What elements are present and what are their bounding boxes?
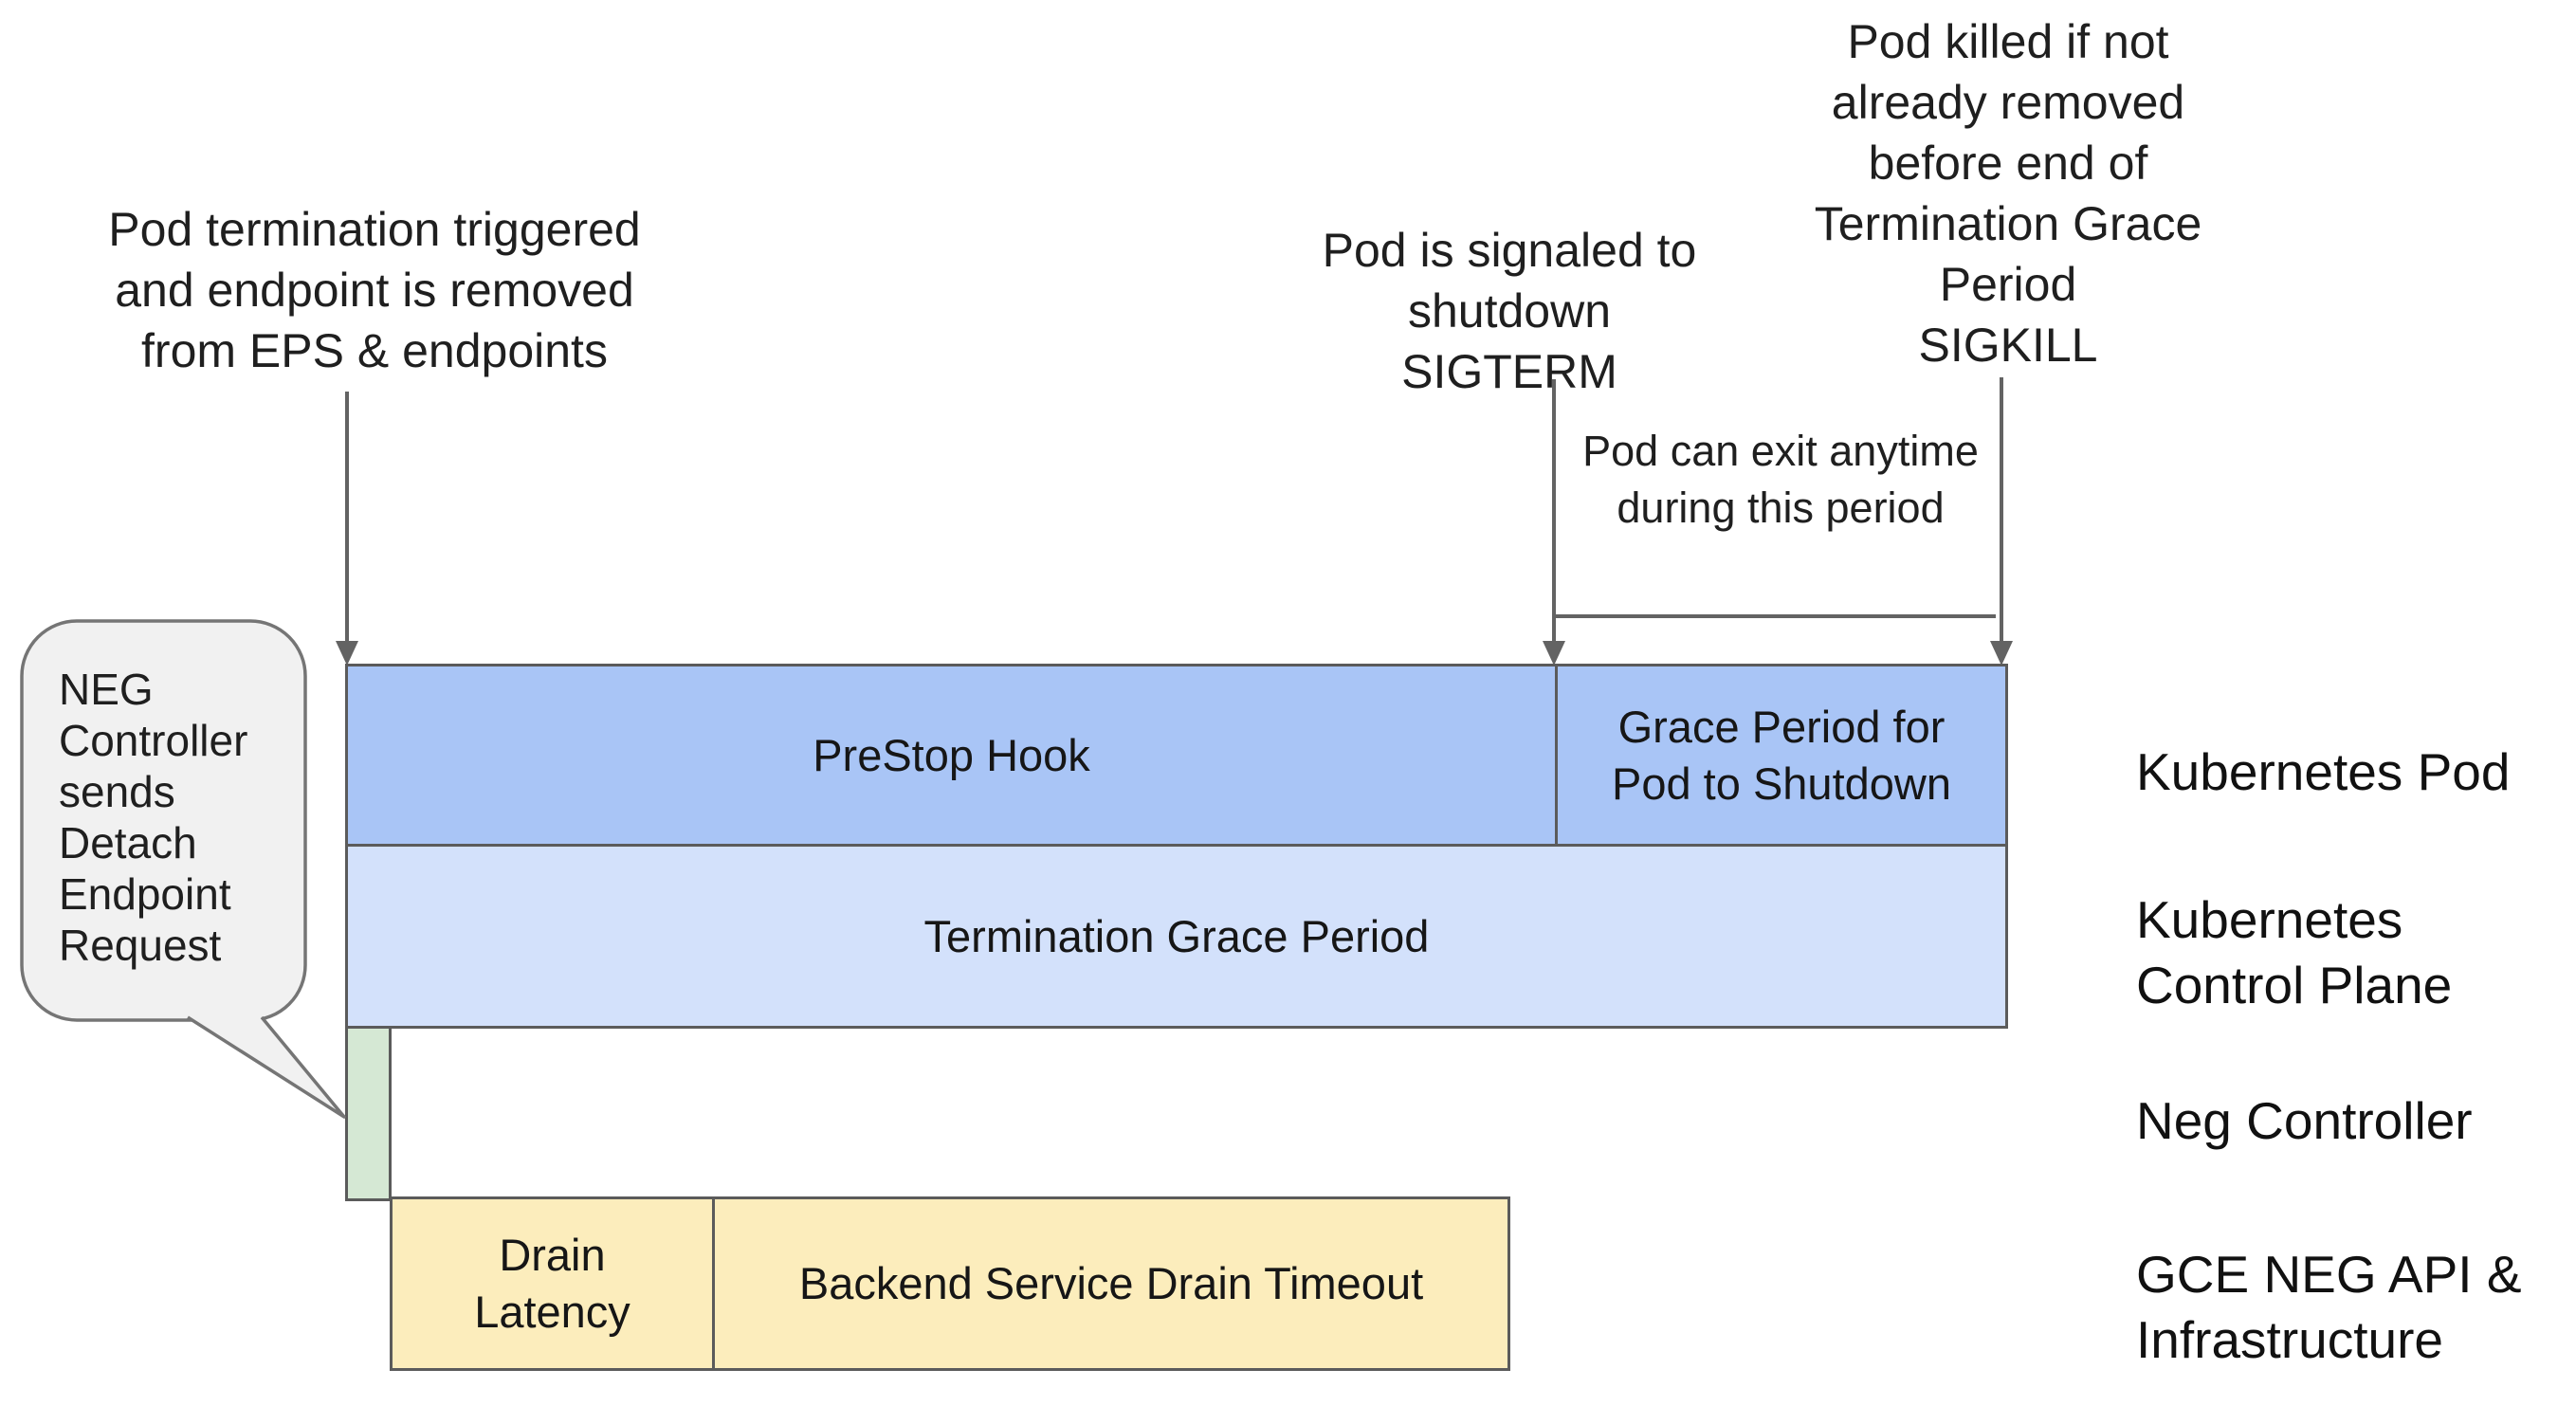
bar-backend-drain-timeout-label: Backend Service Drain Timeout — [798, 1258, 1424, 1308]
note-pod-can-exit: Pod can exit anytime during this period — [1582, 427, 1979, 532]
bar-termination-grace-period-label: Termination Grace Period — [923, 910, 1430, 961]
speech-bubble-tail — [187, 1015, 346, 1119]
note-pod-killed-sigkill: Pod killed if not already removed before… — [1814, 15, 2202, 372]
arrow-head-sigkill — [1990, 641, 2013, 666]
note-pod-signaled-sigterm: Pod is signaled to shutdown SIGTERM — [1322, 224, 1697, 398]
arrow-line-termination-trigger — [345, 392, 349, 644]
arrow-head-termination-trigger — [336, 641, 358, 666]
lane-label-kubernetes-control-plane: Kubernetes Control Plane — [2136, 890, 2453, 1014]
speech-bubble — [20, 619, 346, 1119]
bar-drain-latency: Drain Latency — [390, 1196, 715, 1371]
bar-prestop-hook: PreStop Hook — [345, 664, 1558, 847]
arrow-head-sigterm — [1543, 641, 1565, 666]
bar-drain-latency-label: Drain Latency — [474, 1230, 630, 1337]
note-pod-termination-triggered: Pod termination triggered and endpoint i… — [108, 203, 641, 377]
bar-grace-period-shutdown: Grace Period for Pod to Shutdown — [1555, 664, 2008, 847]
exit-period-bracket-line — [1556, 614, 1996, 618]
lane-label-neg-controller: Neg Controller — [2136, 1091, 2473, 1150]
lane-label-gce-neg-api: GCE NEG API & Infrastructure — [2136, 1245, 2522, 1369]
speech-bubble-body — [20, 619, 307, 1022]
lane-label-kubernetes-pod: Kubernetes Pod — [2136, 742, 2511, 801]
bar-grace-period-shutdown-label: Grace Period for Pod to Shutdown — [1612, 701, 1951, 809]
bar-backend-drain-timeout: Backend Service Drain Timeout — [712, 1196, 1510, 1371]
bar-termination-grace-period: Termination Grace Period — [345, 844, 2008, 1029]
speech-bubble-text: NEG Controller sends Detach Endpoint Req… — [59, 665, 248, 970]
arrow-line-sigkill — [2000, 377, 2003, 643]
bar-prestop-hook-label: PreStop Hook — [813, 729, 1090, 780]
arrow-line-sigterm — [1552, 379, 1556, 643]
bar-neg-detach — [345, 1026, 392, 1201]
